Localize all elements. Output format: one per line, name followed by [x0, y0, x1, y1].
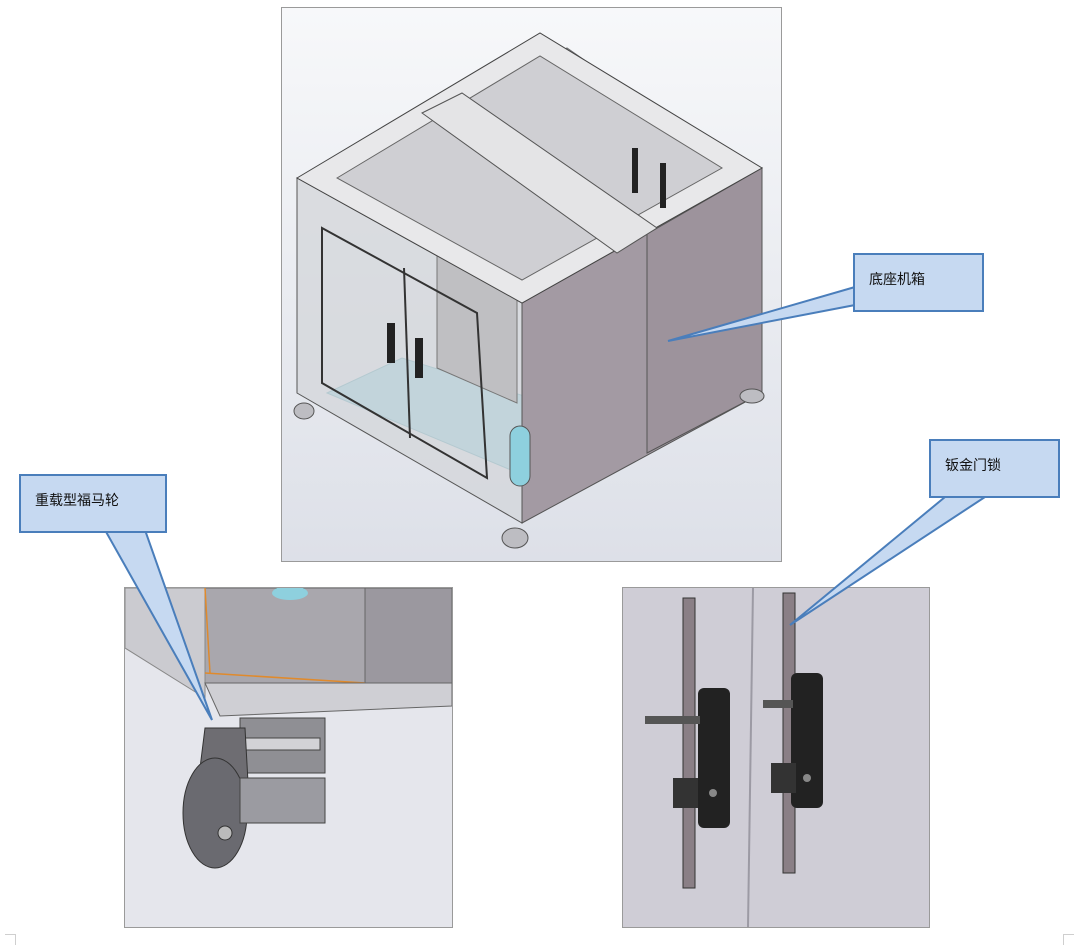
sheet-metal-lock-label-text: 钣金门锁 — [945, 458, 1001, 474]
caster-icon — [125, 588, 452, 927]
heavy-caster-label: 重载型福马轮 — [19, 474, 167, 533]
base-cabinet-label: 底座机箱 — [853, 253, 984, 312]
heavy-caster-label-text: 重载型福马轮 — [35, 493, 119, 509]
base-cabinet-label-text: 底座机箱 — [869, 272, 925, 288]
cabinet-view-panel — [281, 7, 782, 562]
corner-mark-left — [5, 934, 16, 945]
lock-icon — [623, 588, 929, 927]
cabinet-icon — [293, 32, 765, 549]
corner-mark-right — [1063, 934, 1074, 945]
caster-view-panel — [124, 587, 453, 928]
lock-view-panel — [622, 587, 930, 928]
sheet-metal-lock-label: 钣金门锁 — [929, 439, 1060, 498]
